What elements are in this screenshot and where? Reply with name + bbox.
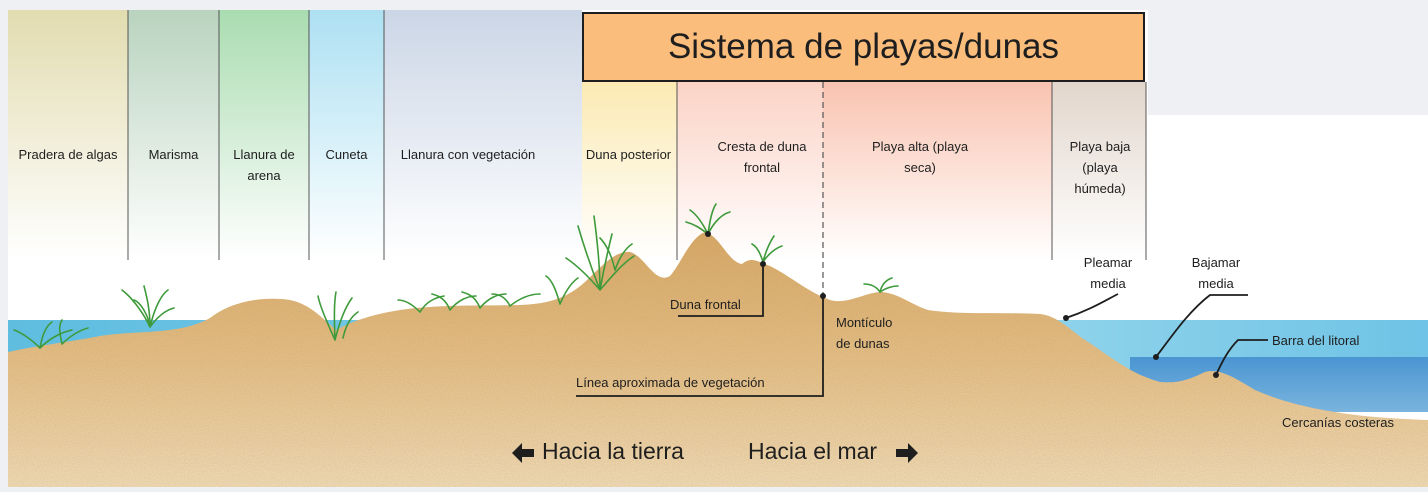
zone-playa-baja [1052,82,1146,260]
zone-llanura-arena [219,10,309,260]
label-cercanias: Cercanías costeras [1282,415,1394,430]
zone-dividers [127,10,1147,260]
marker-duna-frontal [760,261,766,267]
zone-pradera [8,10,128,260]
grass-tufts [13,203,899,349]
marker-pleamar [1063,315,1069,321]
label-linea-vegetacion: Línea aproximada de vegetación [576,375,765,390]
sand-terrain [8,232,1428,487]
zone-cresta [677,82,823,260]
zone-label-pradera: Pradera de algas [18,147,118,162]
zone-cuneta [309,10,384,260]
label-bajamar: Bajamar media [1191,255,1241,291]
zone-label-llanura-arena: Llanura de arena [233,147,295,183]
zone-label-cuneta: Cuneta [325,147,368,162]
zone-duna-posterior [582,82,677,260]
marker-bajamar [1153,354,1159,360]
marker-cresta [705,231,711,237]
label-monticulo: Montículo de dunas [836,315,893,351]
leader-bajamar [1155,294,1248,358]
direction-sea: Hacia el mar [748,438,878,464]
zone-label-playa-baja: Playa baja (playa húmeda) [1069,139,1131,196]
zone-llanura-vegetacion [384,10,582,260]
zone-label-duna-posterior: Duna posterior [585,147,672,162]
zone-label-marisma: Marisma [148,147,199,162]
zone-label-cresta: Cresta de duna frontal [717,139,807,175]
leader-pleamar [1065,293,1119,319]
leader-barra [1215,339,1268,376]
arrow-right-icon [896,443,918,463]
direction-land: Hacia la tierra [542,438,684,464]
diagram-title: Sistema de playas/dunas [582,12,1145,82]
leader-vegetation-line [576,296,824,397]
marker-barra [1213,372,1219,378]
label-pleamar: Pleamar media [1083,255,1133,291]
arrow-left-icon [512,443,534,463]
zone-marisma [128,10,219,260]
zone-label-playa-alta: Playa alta (playa seca) [871,139,969,175]
point-markers [705,231,1219,378]
label-duna-frontal: Duna frontal [670,297,741,312]
label-barra: Barra del litoral [1272,333,1360,348]
zone-columns [8,10,1146,260]
marker-vegetation-line [820,293,826,299]
leader-lines [576,264,1268,397]
leader-duna-frontal [678,264,764,317]
zone-label-llanura-vegetacion: Llanura con vegetación [400,147,536,162]
zone-playa-alta [823,82,1052,260]
